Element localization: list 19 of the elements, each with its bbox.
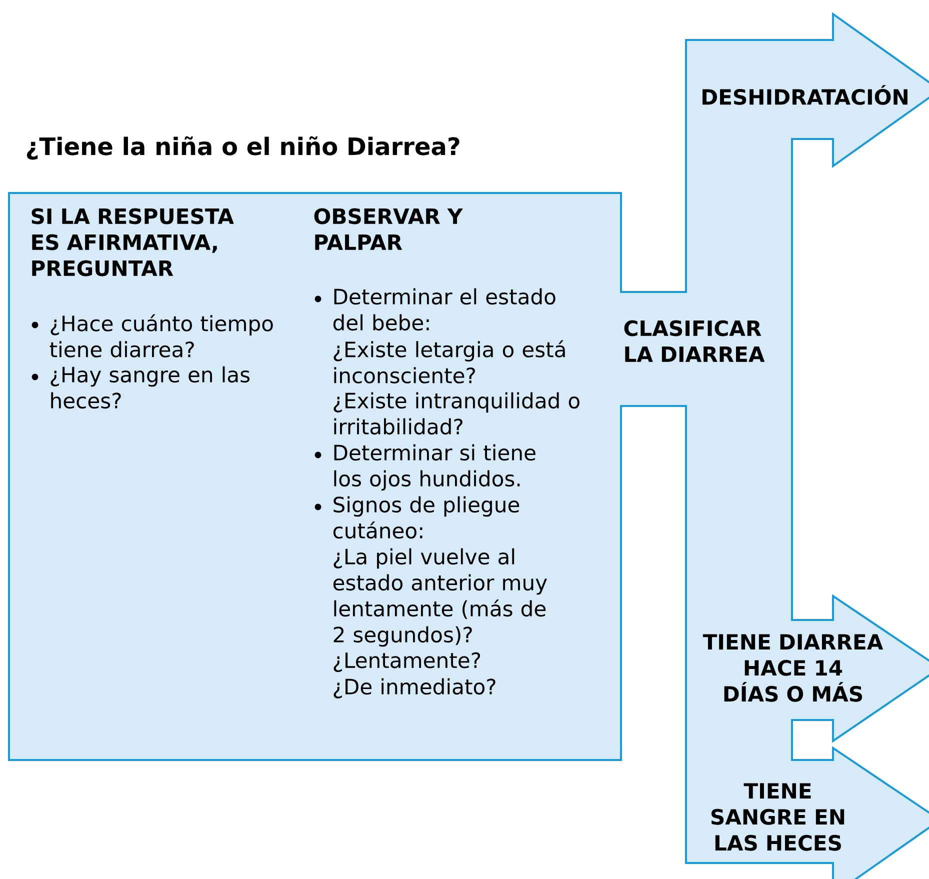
question-text: ¿La piel vuelve al estado anterior muy lentamente (más de 2 segundos)? <box>333 548 547 647</box>
bullet-item: ¿Hace cuánto tiempo tiene diarrea? <box>50 314 273 358</box>
bullet-item: Signos de pliegue cutáneo: <box>333 496 520 539</box>
node-label: CLASIFICAR LA DIARREA <box>624 320 765 362</box>
column-heading: SI LA RESPUESTA ES AFIRMATIVA, PREGUNTAR <box>32 208 234 276</box>
bullet-item: ¿Hay sangre en las heces? <box>50 366 250 409</box>
question-panel <box>9 193 622 760</box>
node-label: TIENE DIARREA HACE 14 DÍAS O MÁS <box>702 634 884 702</box>
outcome-banner: TIENE DIARREA HACE 14 DÍAS O MÁS <box>702 596 929 741</box>
outcome-banner: DESHIDRATACIÓN <box>686 14 929 166</box>
question-text: ¿De inmediato? <box>334 678 496 698</box>
outcome-banner: TIENE SANGRE EN LAS HECES <box>686 748 929 879</box>
question-text: ¿Existe intranquilidad o irritabilidad? <box>334 392 580 435</box>
question-text: ¿Lentamente? <box>334 652 480 672</box>
title: ¿Tiene la niña o el niño Diarrea? <box>26 136 460 160</box>
bullet-item: Determinar si tiene los ojos hundidos. <box>334 444 536 491</box>
bullet-item: Determinar el estado del bebe: <box>333 288 556 331</box>
question-text: ¿Existe letargia o está inconsciente? <box>334 340 565 384</box>
column-heading: OBSERVAR Y PALPAR <box>314 208 463 250</box>
